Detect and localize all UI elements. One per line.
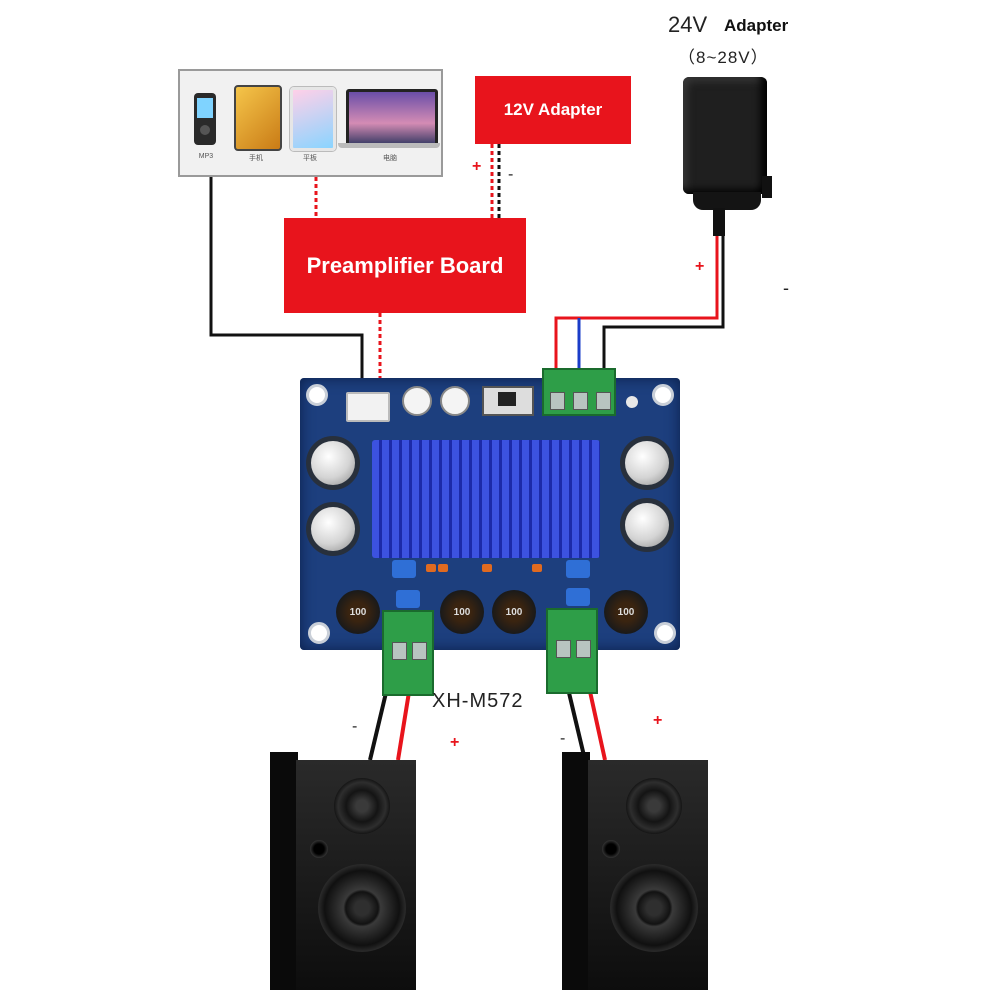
capacitor (311, 441, 355, 485)
tweeter-icon (626, 778, 682, 834)
24v-minus-sign: - (783, 278, 789, 298)
audio-input-connector (346, 392, 390, 422)
preamplifier-board-box: Preamplifier Board (284, 218, 526, 313)
laptop-base (338, 143, 440, 148)
power-terminal (542, 368, 616, 416)
device-label-phone: 手机 (249, 155, 263, 162)
mount-hole (306, 384, 328, 406)
right-speaker-terminal (546, 608, 598, 694)
left-speaker (270, 752, 418, 990)
power-adapter-foot (693, 192, 761, 210)
speaker-side (270, 752, 298, 990)
capacitor (311, 507, 355, 551)
power-adapter-cable-strain (713, 208, 725, 236)
12v-plus-sign: + (472, 158, 482, 175)
device-label-mp3: MP3 (198, 153, 214, 160)
phone-icon (234, 85, 282, 151)
smd-component (532, 564, 542, 572)
status-led (626, 396, 638, 408)
tone-knob (440, 386, 470, 416)
12v-adapter-box: 12V Adapter (475, 76, 631, 144)
mount-hole (652, 384, 674, 406)
film-capacitor (566, 560, 590, 578)
audio-input-wire (209, 177, 364, 395)
speaker-side (562, 752, 590, 990)
adapter-voltage-label: 24V (668, 12, 708, 37)
adapter-title-label: Adapter (724, 16, 789, 35)
capacitor (625, 503, 669, 547)
film-capacitor (566, 588, 590, 606)
24v-plus-sign: + (695, 258, 705, 275)
device-label-laptop: 电脑 (383, 155, 397, 162)
laptop-icon (346, 89, 438, 147)
mp3-player-icon (194, 93, 216, 145)
woofer-icon (318, 864, 406, 952)
source-devices-panel: MP3 手机 平板 电脑 (178, 69, 443, 177)
heatsink (372, 440, 600, 558)
volume-knob (402, 386, 432, 416)
woofer-icon (610, 864, 698, 952)
inductor: 100 (604, 590, 648, 634)
right-speaker-plus-sign: + (653, 712, 663, 729)
12v-adapter-label: 12V Adapter (503, 100, 603, 119)
mount-hole (654, 622, 676, 644)
right-speaker (562, 752, 710, 990)
mount-hole (308, 622, 330, 644)
smd-component (426, 564, 436, 572)
smd-component (438, 564, 448, 572)
tweeter-icon (334, 778, 390, 834)
power-wire-black (602, 236, 725, 398)
tablet-icon (290, 87, 336, 151)
left-speaker-terminal (382, 610, 434, 696)
inductor: 100 (336, 590, 380, 634)
left-speaker-plus-sign: + (450, 734, 460, 751)
smd-component (482, 564, 492, 572)
12v-minus-sign: - (508, 166, 514, 183)
device-label-tablet: 平板 (303, 155, 317, 162)
board-switch (482, 386, 534, 416)
capacitor (625, 441, 669, 485)
inductor: 100 (440, 590, 484, 634)
film-capacitor (392, 560, 416, 578)
bass-port-icon (602, 840, 620, 858)
left-speaker-minus-sign: - (352, 718, 358, 735)
preamplifier-board-label: Preamplifier Board (306, 252, 504, 278)
power-adapter (683, 77, 767, 194)
right-speaker-minus-sign: - (560, 730, 566, 747)
power-wire-red (554, 236, 719, 398)
inductor: 100 (492, 590, 536, 634)
film-capacitor (396, 590, 420, 608)
bass-port-icon (310, 840, 328, 858)
board-model-label: XH-M572 (432, 690, 524, 712)
adapter-range-label: （8~28V） (678, 48, 769, 67)
power-adapter-plug (762, 176, 772, 198)
